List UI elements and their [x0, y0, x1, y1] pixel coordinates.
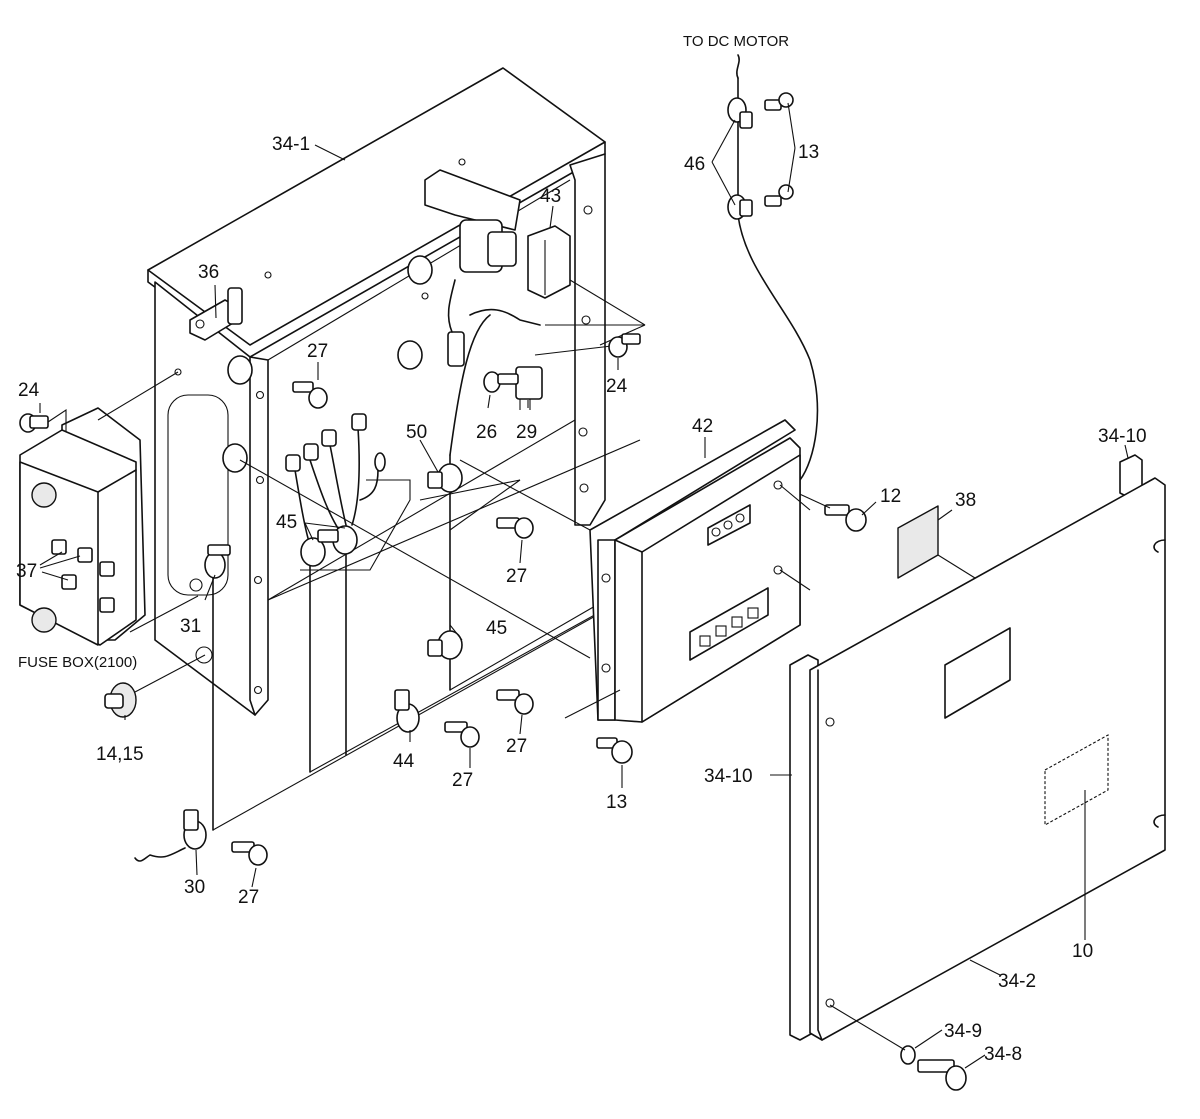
clamp-31: [204, 544, 231, 579]
screw-24-right: [608, 333, 641, 358]
label-24-a: 24: [18, 380, 40, 401]
label-29: 29: [516, 422, 537, 443]
screw-27-lower: [496, 689, 534, 715]
screw-13-lower: [596, 737, 633, 764]
label-38: [897, 505, 976, 579]
label-24-b: 24: [606, 376, 628, 397]
label-37: 37: [16, 561, 37, 582]
label-34-2: 34-2: [998, 971, 1036, 992]
label-fuse-box: FUSE BOX(2100): [18, 654, 137, 671]
screw-26: [483, 371, 519, 393]
label-43: 43: [540, 186, 561, 207]
label-27-e: 27: [238, 887, 259, 908]
cover-34-2: [809, 477, 1166, 1041]
label-30: 30: [184, 877, 205, 898]
label-27-a: 27: [307, 341, 328, 362]
clamp-45-pair: [300, 525, 358, 567]
label-13-b: 13: [606, 792, 627, 813]
washer-34-9: [829, 1004, 916, 1065]
label-12: 12: [880, 486, 901, 507]
label-44: 44: [393, 751, 415, 772]
screw-27-base: [231, 841, 268, 866]
control-box-housing: [147, 67, 606, 716]
label-to-dc-motor: TO DC MOTOR: [683, 33, 789, 50]
label-27-b: 27: [506, 566, 527, 587]
key-switch-14-15: [104, 654, 206, 718]
screw-27-mid: [496, 517, 534, 539]
leader-lines: [39, 102, 1129, 1069]
label-27-c: 27: [506, 736, 527, 757]
screw-27-bottom: [444, 721, 480, 748]
label-38: 38: [955, 490, 976, 511]
fuse-box: [19, 371, 199, 646]
label-46: 46: [684, 154, 705, 175]
label-45-b: 45: [486, 618, 507, 639]
label-45-a: 45: [276, 512, 297, 533]
clamp-50: [427, 463, 463, 493]
clamp-30: [134, 809, 207, 862]
dc-motor-wire: [727, 54, 819, 481]
clamp-45-lower: [427, 630, 463, 660]
label-34-8: 34-8: [984, 1044, 1022, 1065]
label-10: 10: [1072, 941, 1093, 962]
controller-42: [564, 419, 811, 723]
bolt-34-8: [917, 1059, 967, 1091]
screw-24-left: [19, 408, 67, 433]
screw-27-upper: [292, 381, 328, 409]
label-42: 42: [692, 416, 713, 437]
relay-43: [527, 225, 646, 326]
label-26: 26: [476, 422, 497, 443]
label-36: 36: [198, 262, 219, 283]
label-34-10-a: 34-10: [1098, 426, 1147, 447]
clamp-44: [394, 689, 420, 733]
label-50: 50: [406, 422, 427, 443]
label-34-1: 34-1: [272, 134, 310, 155]
label-14-15: 14,15: [96, 744, 144, 765]
label-27-d: 27: [452, 770, 473, 791]
part-labels: TO DC MOTOR FUSE BOX(2100) 34-1 36 27 24…: [16, 33, 1147, 1065]
label-31: 31: [180, 616, 201, 637]
label-34-9: 34-9: [944, 1021, 982, 1042]
label-34-10-b: 34-10: [704, 766, 753, 787]
bracket-36: [189, 287, 243, 341]
label-13-a: 13: [798, 142, 819, 163]
